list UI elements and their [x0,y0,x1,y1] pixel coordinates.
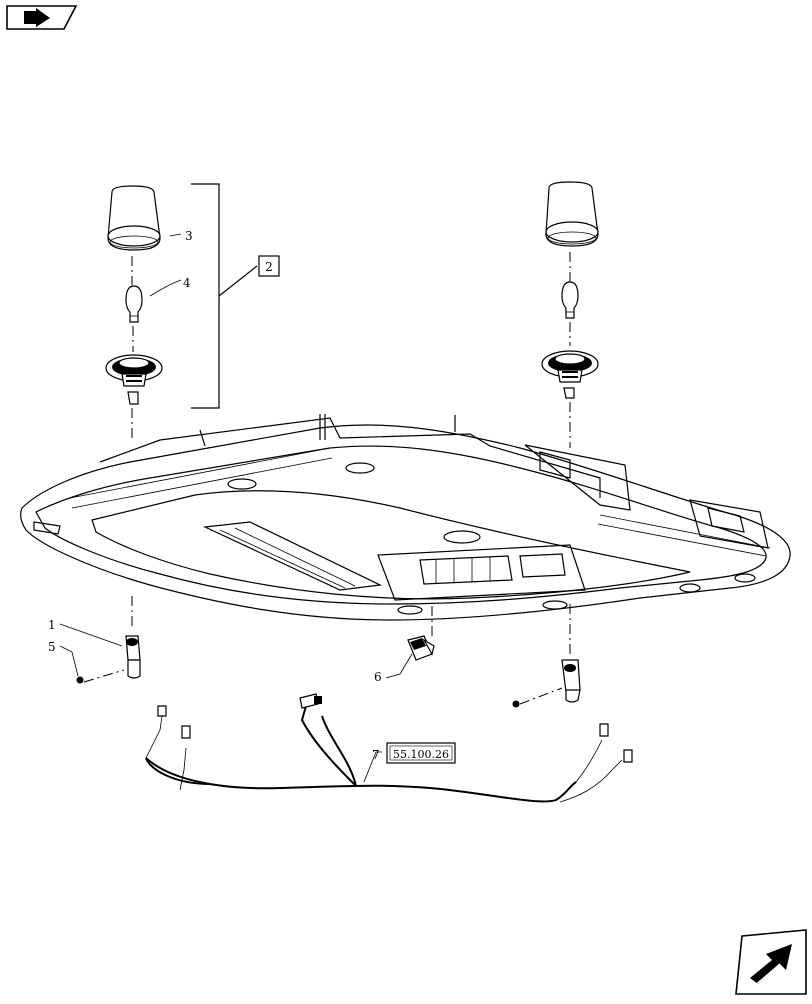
callout-6: 6 [374,670,382,684]
callout-4: 4 [183,276,191,290]
callout-labels: 3 4 1 5 6 7 [48,229,382,762]
left-beacon-assembly [105,185,163,440]
reference-label: 55.100.26 [393,748,449,761]
callout-5: 5 [48,640,56,654]
kit-bracket [191,183,258,409]
wiring-harness [145,693,633,803]
bulb-holder-right [561,659,581,703]
callout-2-box[interactable]: 2 [258,255,280,277]
callout-7: 7 [372,748,380,762]
reference-link-box[interactable]: 55.100.26 [386,742,456,764]
back-arrow-icon[interactable] [6,5,78,30]
callout-1: 1 [48,618,56,632]
cab-roof-panel [20,414,791,640]
bulb-holder-left [125,635,141,679]
nut-right [512,687,563,708]
nut-left [76,669,125,684]
next-page-arrow-icon[interactable] [735,929,807,995]
callout-leaders [59,233,413,783]
callout-3: 3 [185,229,193,243]
callout-2: 2 [265,260,273,274]
switch [407,635,435,661]
right-beacon-assembly [541,181,599,448]
